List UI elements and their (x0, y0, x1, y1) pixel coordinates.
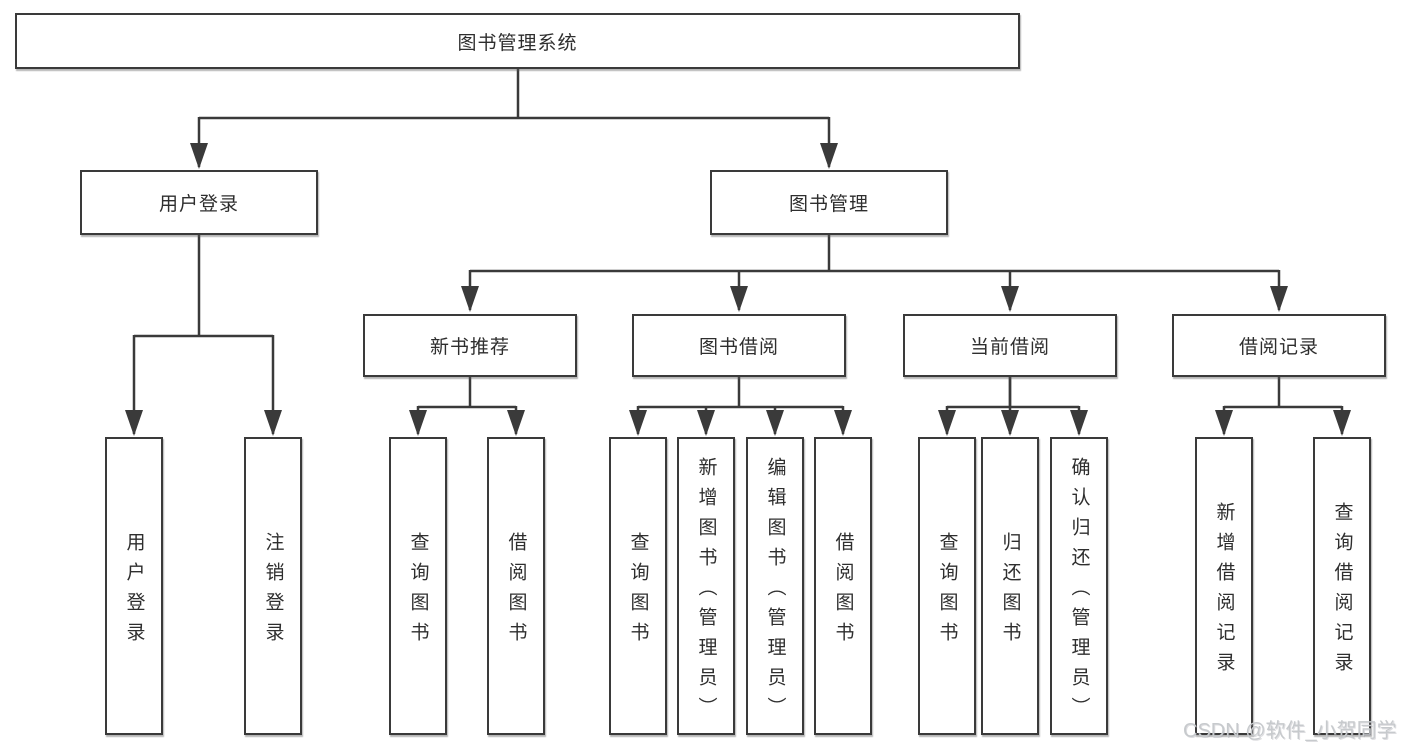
leaf-return-book: 归还图书 (981, 437, 1039, 735)
leaf-query-books-borrow-label: 查询图书 (627, 531, 649, 652)
leaf-borrow-books-recommend-label: 借阅图书 (505, 531, 527, 652)
leaf-query-borrow-record: 查询借阅记录 (1313, 437, 1371, 735)
leaf-user-login: 用户登录 (105, 437, 163, 735)
leaf-query-borrow-record-label: 查询借阅记录 (1331, 501, 1353, 682)
node-borrow-records: 借阅记录 (1172, 314, 1386, 377)
leaf-borrow-books: 借阅图书 (814, 437, 872, 735)
node-user-login-label: 用户登录 (158, 194, 239, 215)
watermark: CSDN @软件_小贺同学 (1183, 720, 1397, 742)
leaf-edit-book-admin: 编辑图书（管理员） (746, 437, 804, 735)
leaf-query-books-borrow: 查询图书 (609, 437, 667, 735)
node-book-management: 图书管理 (710, 170, 948, 235)
node-root-label: 图书管理系统 (457, 32, 578, 54)
node-new-book-recommend: 新书推荐 (363, 314, 577, 377)
leaf-logout-label: 注销登录 (262, 531, 284, 652)
node-root: 图书管理系统 (15, 13, 1020, 69)
node-new-book-recommend-label: 新书推荐 (429, 337, 510, 358)
node-current-borrow-label: 当前借阅 (969, 337, 1050, 358)
node-borrow-records-label: 借阅记录 (1238, 337, 1319, 358)
node-user-login: 用户登录 (80, 170, 318, 235)
leaf-return-book-label: 归还图书 (999, 531, 1021, 652)
leaf-edit-book-admin-label: 编辑图书（管理员） (764, 456, 786, 727)
node-book-management-label: 图书管理 (788, 194, 869, 215)
node-book-borrow: 图书借阅 (632, 314, 846, 377)
leaf-add-borrow-record: 新增借阅记录 (1195, 437, 1253, 735)
leaf-query-books-recommend: 查询图书 (389, 437, 447, 735)
node-current-borrow: 当前借阅 (903, 314, 1117, 377)
leaf-confirm-return-admin: 确认归还（管理员） (1050, 437, 1108, 735)
leaf-query-books-current: 查询图书 (918, 437, 976, 735)
leaf-add-book-admin-label: 新增图书（管理员） (695, 456, 717, 727)
leaf-query-books-recommend-label: 查询图书 (407, 531, 429, 652)
leaf-add-book-admin: 新增图书（管理员） (677, 437, 735, 735)
leaf-borrow-books-recommend: 借阅图书 (487, 437, 545, 735)
leaf-confirm-return-admin-label: 确认归还（管理员） (1068, 456, 1090, 727)
leaf-borrow-books-label: 借阅图书 (832, 531, 854, 652)
leaf-logout: 注销登录 (244, 437, 302, 735)
leaf-add-borrow-record-label: 新增借阅记录 (1213, 501, 1235, 682)
leaf-user-login-label: 用户登录 (123, 531, 145, 652)
leaf-query-books-current-label: 查询图书 (936, 531, 958, 652)
node-book-borrow-label: 图书借阅 (698, 337, 779, 358)
